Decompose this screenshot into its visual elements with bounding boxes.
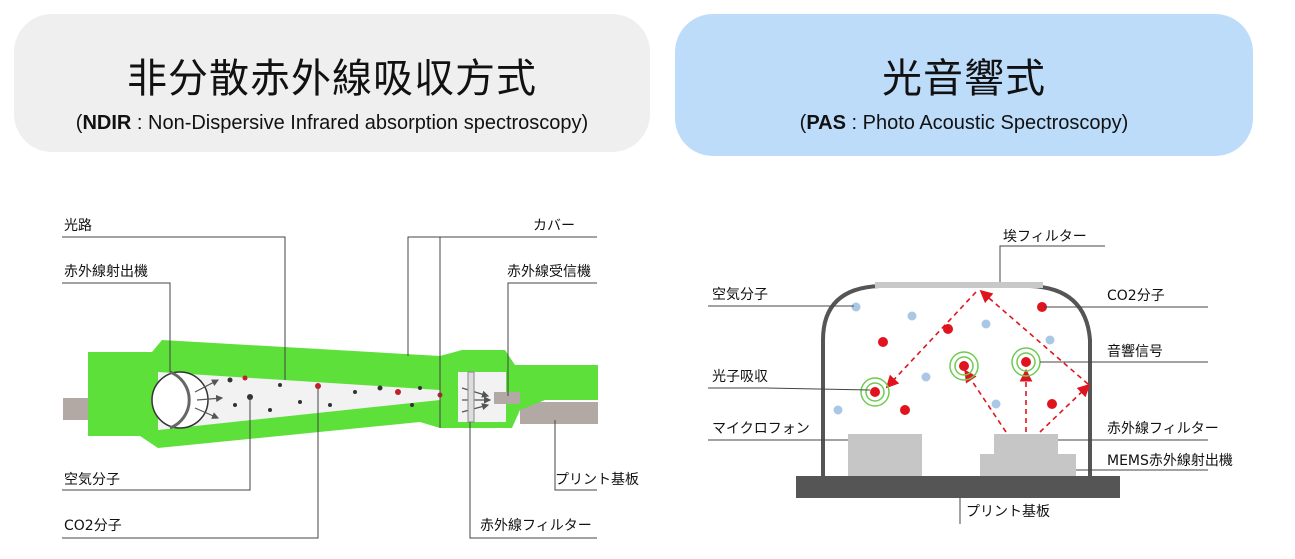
pas-subtitle: (PAS : Photo Acoustic Spectroscopy) <box>799 112 1129 134</box>
pas-light-paths <box>885 289 1091 433</box>
pas-title: 光音響式 <box>882 56 1046 102</box>
pas-microphone <box>848 434 922 476</box>
ndir-ir-rays <box>194 379 492 419</box>
ndir-emitter-reflector <box>169 370 191 430</box>
pas-co2-molecules <box>870 302 1057 415</box>
pas-label-dust-filter: 埃フィルター <box>1003 229 1087 245</box>
pas-label-microphone: マイクロフォン <box>712 421 810 437</box>
pas-acoustic-rings <box>860 347 1041 407</box>
ndir-sensor <box>63 340 598 448</box>
pas-label-co2-molecule: CO2分子 <box>1107 288 1165 304</box>
pas-label-mems-emitter: MEMS赤外線射出機 <box>1107 453 1233 469</box>
pas-pcb <box>796 476 1120 498</box>
pas-sensor <box>796 282 1120 498</box>
pas-label-pcb: プリント基板 <box>966 503 1050 520</box>
ndir-abbr: NDIR <box>82 112 132 134</box>
ndir-label-optical-path: 光路 <box>64 218 92 234</box>
ndir-full-name: Non-Dispersive Infrared absorption spect… <box>148 112 582 134</box>
ndir-receiver-element <box>494 392 520 404</box>
ndir-label-cover: カバー <box>533 218 575 234</box>
ndir-emitter-bulb <box>151 371 209 429</box>
pas-label-ir-filter: 赤外線フィルター <box>1107 421 1219 437</box>
ndir-label-air-molecule: 空気分子 <box>64 472 120 488</box>
pas-label-light-absorption: 光子吸収 <box>712 369 768 385</box>
pas-header: 光音響式 (PAS : Photo Acoustic Spectroscopy) <box>675 14 1253 156</box>
ndir-leader-lines <box>62 236 597 539</box>
pas-label-acoustic-signal: 音響信号 <box>1107 343 1163 360</box>
pas-leader-lines <box>708 245 1208 524</box>
ndir-label-co2-molecule: CO2分子 <box>64 518 122 534</box>
ndir-label-ir-emitter: 赤外線射出機 <box>64 264 148 280</box>
ndir-separator: : <box>131 112 148 134</box>
pas-mems-emitter <box>980 454 1076 476</box>
pas-ir-filter <box>994 434 1058 454</box>
ndir-pcb-connector <box>520 402 598 424</box>
pas-abbr: PAS <box>806 112 846 134</box>
ndir-ir-filter-element <box>467 371 475 423</box>
ndir-title: 非分散赤外線吸収方式 <box>127 56 537 102</box>
pas-label-air-molecule: 空気分子 <box>712 287 768 303</box>
ndir-subtitle: (NDIR : Non-Dispersive Infrared absorpti… <box>75 112 589 134</box>
ndir-label-ir-filter: 赤外線フィルター <box>480 518 592 534</box>
pas-separator: : <box>845 112 863 134</box>
pas-air-molecules <box>833 302 1055 415</box>
ndir-header: 非分散赤外線吸収方式 (NDIR : Non-Dispersive Infrar… <box>14 14 650 152</box>
ndir-label-pcb: プリント基板 <box>555 471 639 488</box>
ndir-label-ir-receiver: 赤外線受信機 <box>507 264 591 280</box>
pas-full-name: Photo Acoustic Spectroscopy <box>862 112 1122 134</box>
pas-dust-filter <box>875 282 1043 288</box>
